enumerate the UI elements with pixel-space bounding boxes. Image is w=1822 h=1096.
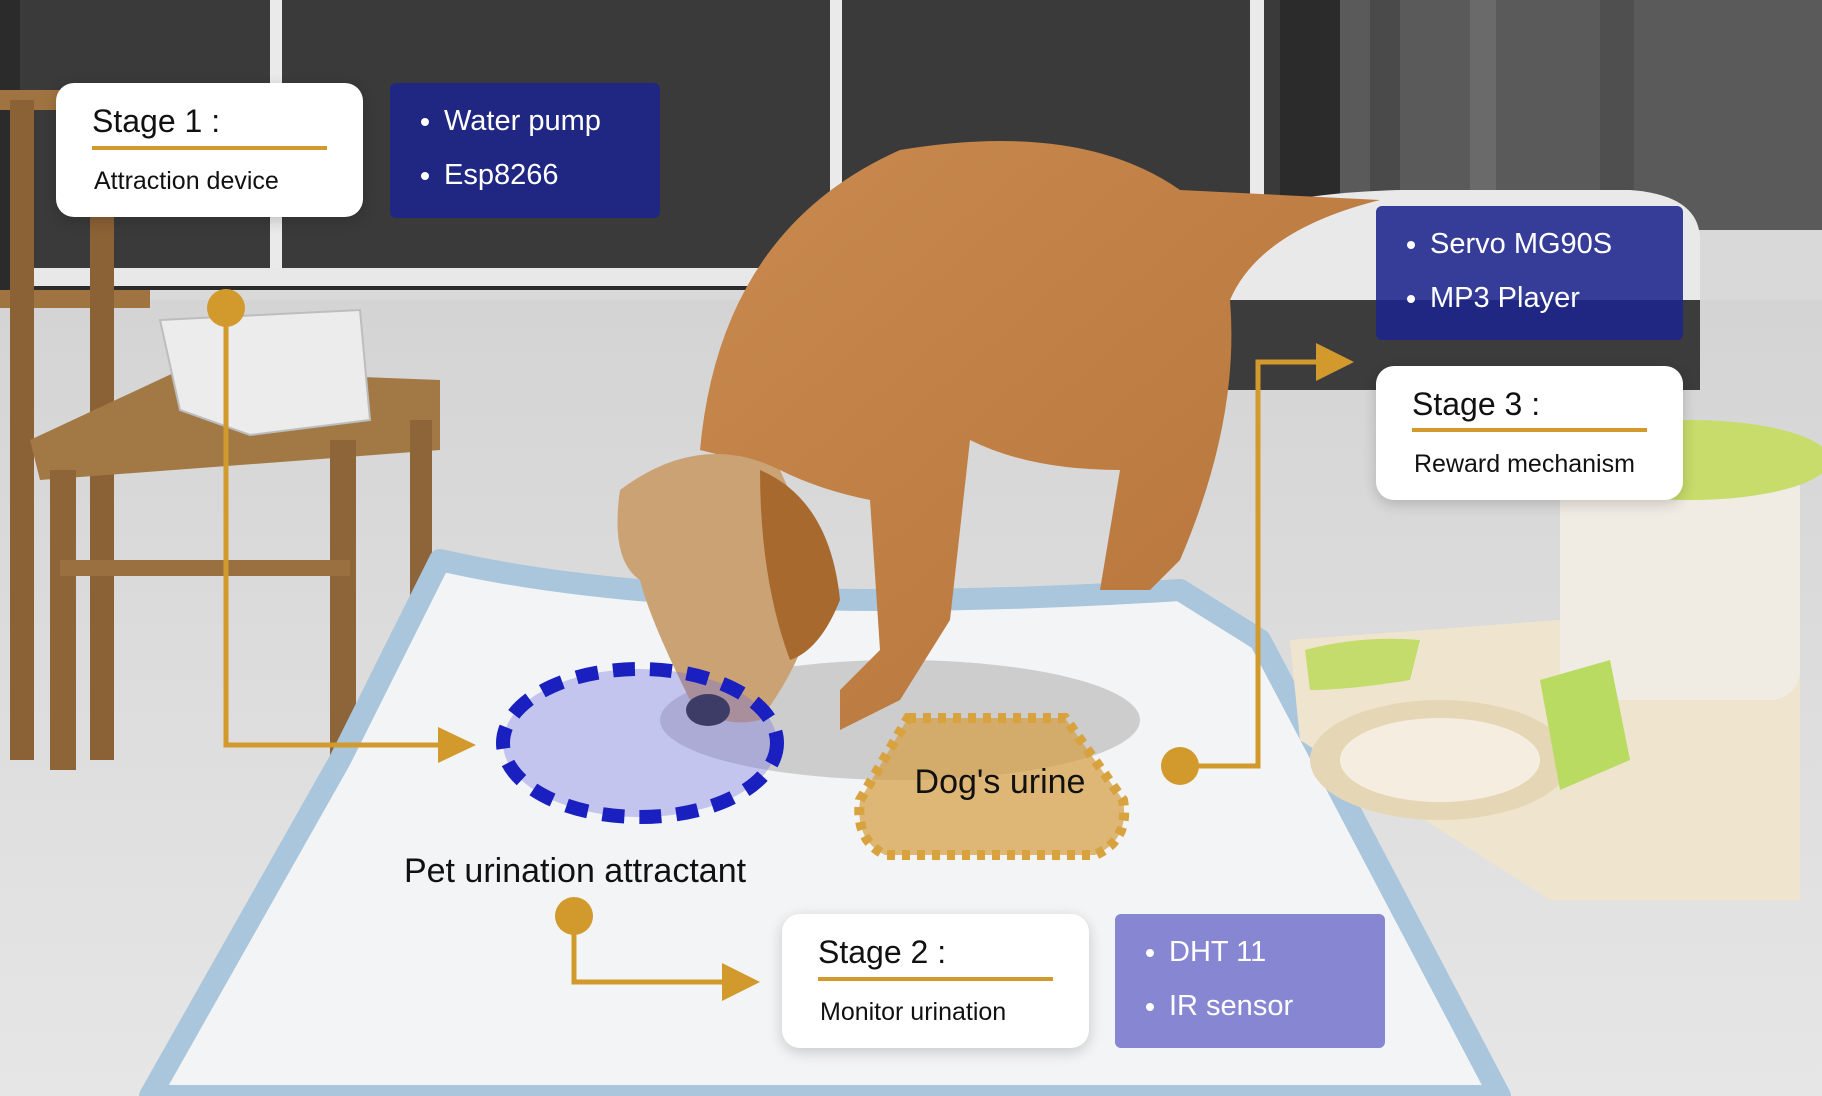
- stage3-components-panel: Servo MG90S MP3 Player: [1376, 206, 1683, 340]
- stage2-component-item: DHT 11: [1169, 934, 1359, 970]
- stage3-card: Stage 3 : Reward mechanism: [1376, 366, 1683, 500]
- stage1-underline: [92, 146, 327, 150]
- stage1-title: Stage 1 :: [92, 103, 221, 139]
- stage2-arrowhead: [722, 963, 760, 1001]
- stage3-subtitle: Reward mechanism: [1414, 450, 1635, 478]
- stage1-connector: [223, 308, 445, 748]
- stage1-component-item: Water pump: [444, 103, 634, 139]
- stage3-connector: [1180, 359, 1318, 769]
- stage1-subtitle: Attraction device: [94, 167, 279, 195]
- stage1-card: Stage 1 : Attraction device: [56, 83, 363, 217]
- stage2-components-panel: DHT 11 IR sensor: [1115, 914, 1385, 1048]
- stage2-component-item: IR sensor: [1169, 988, 1359, 1024]
- stage2-connector: [571, 916, 724, 985]
- stage3-title: Stage 3 :: [1412, 386, 1541, 422]
- stage3-component-item: MP3 Player: [1430, 280, 1657, 316]
- attractant-label: Pet urination attractant: [403, 852, 747, 890]
- stage3-underline: [1412, 428, 1647, 432]
- stage2-connector-dot: [555, 897, 593, 935]
- stage1-arrowhead: [438, 727, 476, 763]
- stage3-connector-dot: [1161, 747, 1199, 785]
- dog-urine-label: Dog's urine: [914, 763, 1086, 801]
- urine-zone: [854, 713, 1130, 860]
- stage2-subtitle: Monitor urination: [820, 998, 1007, 1026]
- stage1-connector-dot: [207, 289, 245, 327]
- stage2-underline: [818, 977, 1053, 981]
- stage3-arrowhead: [1316, 343, 1354, 381]
- stage1-component-item: Esp8266: [444, 157, 634, 193]
- stage2-title: Stage 2 :: [818, 934, 947, 970]
- stage3-component-item: Servo MG90S: [1430, 226, 1657, 262]
- stage2-card: Stage 2 : Monitor urination: [782, 914, 1089, 1048]
- attractant-zone: [496, 662, 784, 824]
- stage1-components-panel: Water pump Esp8266: [390, 83, 660, 218]
